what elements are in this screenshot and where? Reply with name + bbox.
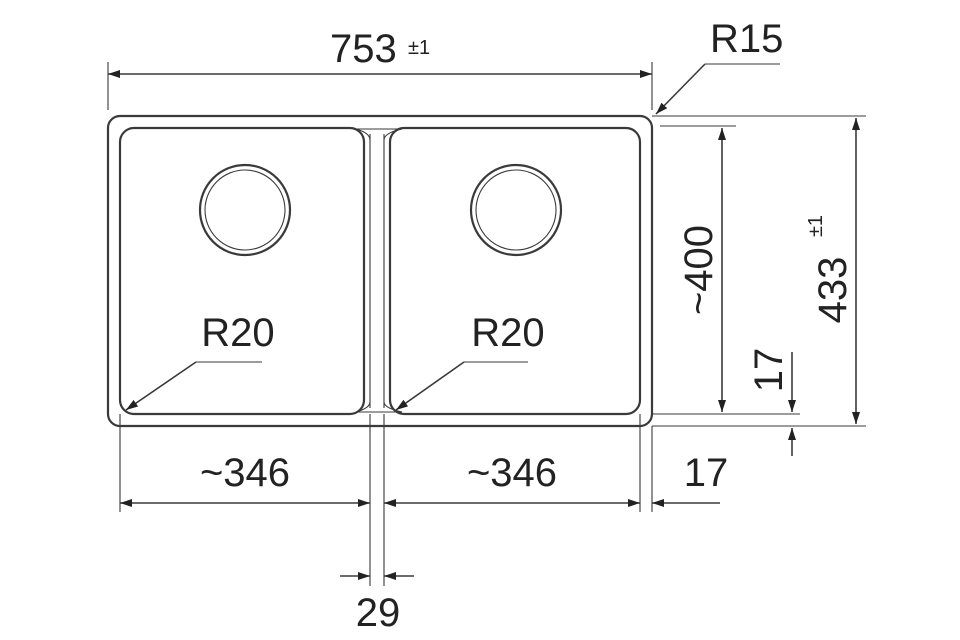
dimension-bowl-right-width: ~346	[384, 451, 640, 507]
dimension-rim-bottom: 17	[747, 348, 796, 456]
dimension-rim-side: 17	[652, 451, 729, 507]
bowl-right-outline	[388, 126, 642, 416]
overall-width-label: 753	[330, 27, 397, 71]
dimension-bowl-left-width: ~346	[120, 451, 370, 507]
divider-detail	[355, 128, 403, 413]
dimension-bowl-depth: ~400	[677, 128, 726, 412]
bowl-right-width-label: ~346	[467, 451, 557, 495]
overall-height-label: 433	[811, 257, 855, 324]
sink-outer-outline	[106, 114, 654, 428]
drain-left	[198, 163, 292, 257]
bowl-left-radius-label: R20	[201, 311, 274, 355]
bowl-left-outline	[118, 126, 366, 416]
bowl-right-radius-label: R20	[471, 311, 544, 355]
bowl-depth-label: ~400	[677, 225, 721, 315]
divider-width-label: 29	[356, 591, 401, 635]
dimension-overall-height: 433 ±1	[805, 118, 860, 424]
rim-side-label: 17	[684, 451, 729, 495]
overall-width-tolerance: ±1	[408, 37, 430, 59]
bowl-left-width-label: ~346	[200, 451, 290, 495]
dimension-divider-width: 29	[340, 572, 414, 635]
leader-r15: R15	[655, 17, 783, 115]
leader-r20-left: R20	[125, 311, 275, 411]
leader-r20-right: R20	[395, 311, 545, 411]
rim-bottom-label: 17	[747, 348, 791, 393]
outer-radius-label: R15	[710, 17, 783, 61]
dimension-overall-width: 753 ±1	[107, 27, 653, 110]
drain-right	[469, 163, 563, 257]
overall-height-tolerance: ±1	[805, 215, 827, 237]
